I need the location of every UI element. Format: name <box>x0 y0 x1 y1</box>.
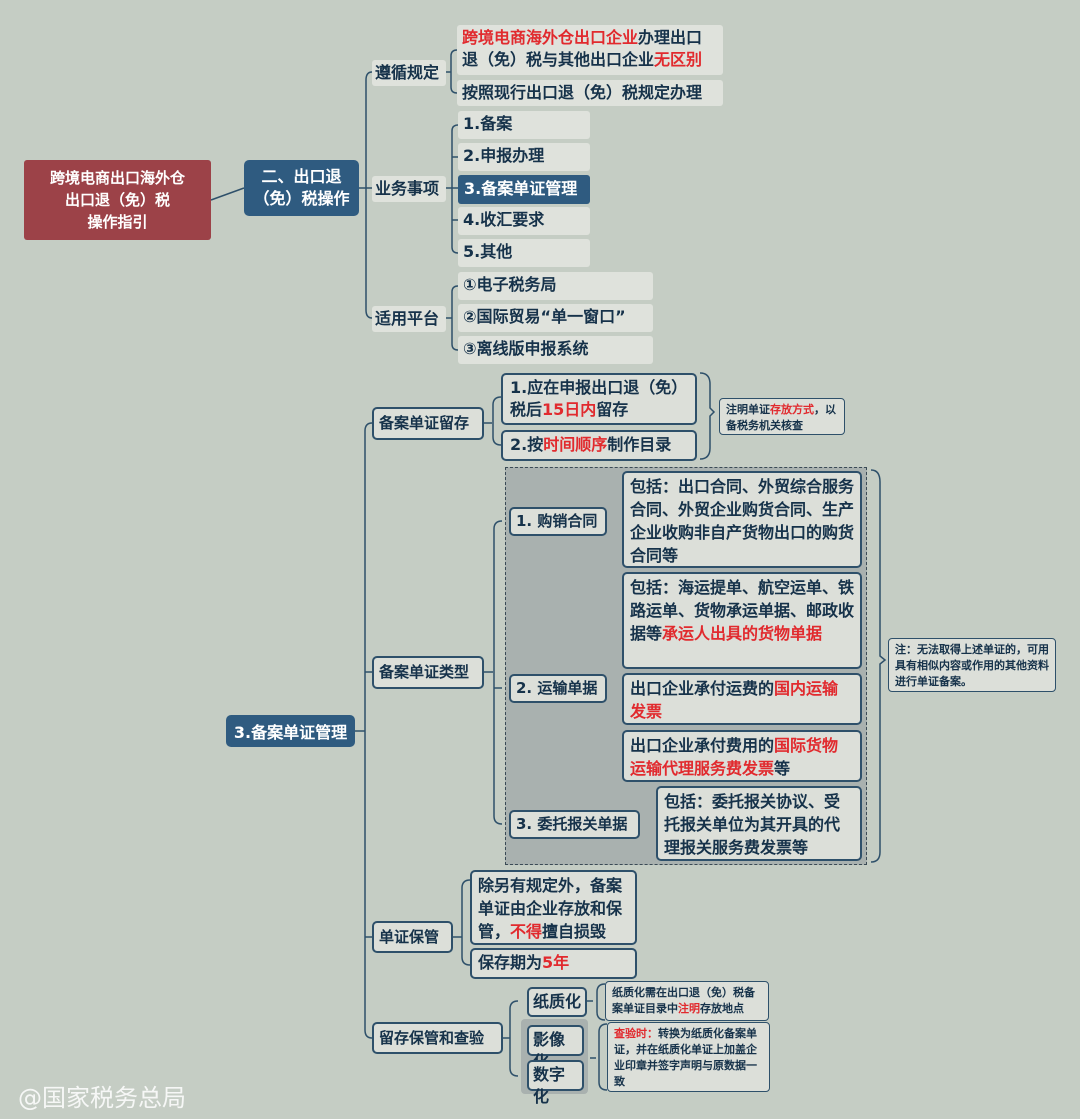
matter-declaration: 2.申报办理 <box>458 143 590 171</box>
watermark: @国家税务总局 <box>18 1084 186 1112</box>
type-purchase-contract: 1. 购销合同 <box>509 507 607 536</box>
export-tax-operation-node: 二、出口退（免）税操作 <box>244 160 359 216</box>
retention-item-15-days: 1.应在申报出口退（免）税后15日内留存 <box>501 373 697 425</box>
matter-other: 5.其他 <box>458 239 590 267</box>
digital-mode-note: 查验时：转换为纸质化备案单证，并在纸质化单证上加盖企业印章并签字声明与原数据一致 <box>607 1022 770 1092</box>
transport-detail-carrier-documents: 包括：海运提单、航空运单、铁路运单、货物承运单据、邮政收据等承运人出具的货物单据 <box>622 572 862 669</box>
customs-documents-detail: 包括：委托报关协议、受托报关单位为其开具的代理报关服务费发票等 <box>656 786 862 861</box>
matter-document-management-selected: 3.备案单证管理 <box>458 175 590 204</box>
paper-mode-note: 纸质化需在出口退（免）税备案单证目录中注明存放地点 <box>605 981 769 1021</box>
mode-paper: 纸质化 <box>527 987 587 1017</box>
platform-single-window: ②国际贸易“单一窗口” <box>458 304 653 332</box>
custody-item-no-destroy: 除另有规定外，备案单证由企业存放和保管，不得擅自损毁 <box>470 870 637 945</box>
type-transport-documents: 2. 运输单据 <box>509 674 607 703</box>
document-management-node: 3.备案单证管理 <box>226 715 355 747</box>
branch-custody: 单证保管 <box>372 921 453 953</box>
type-customs-documents: 3. 委托报关单据 <box>509 810 640 839</box>
transport-detail-domestic-invoice: 出口企业承付运费的国内运输发票 <box>622 673 862 725</box>
document-types-note: 注：无法取得上述单证的，可用具有相似内容或作用的其他资料进行单证备案。 <box>888 638 1056 692</box>
purchase-contract-detail: 包括：出口合同、外贸综合服务合同、外贸企业购货合同、生产企业收购非自产货物出口的… <box>622 471 862 568</box>
platform-e-tax-bureau: ①电子税务局 <box>458 272 653 300</box>
transport-detail-forwarding-invoice: 出口企业承付费用的国际货物运输代理服务费发票等 <box>622 730 862 782</box>
root-node: 跨境电商出口海外仓 出口退（免）税 操作指引 <box>24 160 211 240</box>
matter-foreign-exchange: 4.收汇要求 <box>458 207 590 235</box>
branch-retention: 备案单证留存 <box>372 407 484 440</box>
mode-image: 影像化 <box>527 1025 584 1071</box>
branch-compliance: 遵循规定 <box>372 60 446 86</box>
matter-filing: 1.备案 <box>458 111 590 139</box>
platform-offline-system: ③离线版申报系统 <box>458 336 653 364</box>
branch-document-types: 备案单证类型 <box>372 656 484 689</box>
branch-retention-inspection: 留存保管和查验 <box>372 1022 503 1054</box>
compliance-item-no-difference: 跨境电商海外仓出口企业办理出口退（免）税与其他出口企业无区别 <box>457 25 723 75</box>
branch-business-matters: 业务事项 <box>372 176 446 202</box>
retention-item-time-order: 2.按时间顺序制作目录 <box>501 430 697 461</box>
custody-item-5-years: 保存期为5年 <box>470 948 637 979</box>
retention-note: 注明单证存放方式，以备税务机关核查 <box>719 398 845 435</box>
mode-digital: 数字化 <box>527 1060 584 1106</box>
branch-platforms: 适用平台 <box>372 306 446 332</box>
compliance-item-current-rules: 按照现行出口退（免）税规定办理 <box>457 80 723 106</box>
